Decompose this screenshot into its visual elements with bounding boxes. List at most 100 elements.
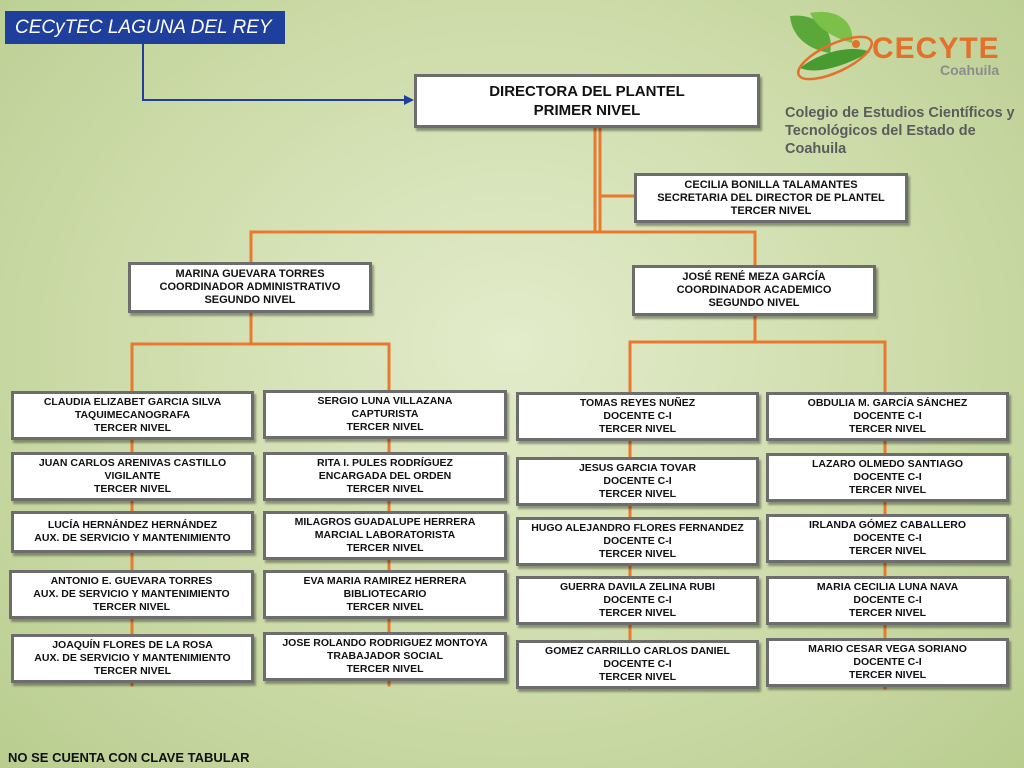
staff-card: MARIO CESAR VEGA SORIANO DOCENTE C-I TER… <box>766 638 1009 687</box>
staff-card: GOMEZ CARRILLO CARLOS DANIEL DOCENTE C-I… <box>516 640 759 689</box>
staff-card: JOSE ROLANDO RODRIGUEZ MONTOYA TRABAJADO… <box>263 632 507 681</box>
staff-level: TERCER NIVEL <box>598 423 676 435</box>
staff-card: MARIA CECILIA LUNA NAVA DOCENTE C-I TERC… <box>766 576 1009 625</box>
staff-role: DOCENTE C-I <box>853 594 922 606</box>
director-level: PRIMER NIVEL <box>533 102 641 119</box>
staff-card: TOMAS REYES NUÑEZ DOCENTE C-I TERCER NIV… <box>516 392 759 441</box>
staff-level: TERCER NIVEL <box>346 601 424 613</box>
staff-role: AUX. DE SERVICIO Y MANTENIMIENTO <box>34 652 231 664</box>
staff-name: MILAGROS GUADALUPE HERRERA <box>294 516 476 528</box>
staff-level: TERCER NIVEL <box>598 671 676 683</box>
logo-college-name: Colegio de Estudios Científicos y Tecnol… <box>785 104 1020 158</box>
admin-coordinator-name: MARINA GUEVARA TORRES <box>175 268 325 280</box>
admin-coordinator-level: SEGUNDO NIVEL <box>204 294 296 306</box>
staff-level: TERCER NIVEL <box>598 607 676 619</box>
staff-card: CLAUDIA ELIZABET GARCIA SILVA TAQUIMECAN… <box>11 391 254 440</box>
logo-state: Coahuila <box>940 62 1000 78</box>
staff-card: EVA MARIA RAMIREZ HERRERA BIBLIOTECARIO … <box>263 570 507 619</box>
staff-role: ENCARGADA DEL ORDEN <box>318 470 452 482</box>
academic-coordinator-box: JOSÉ RENÉ MEZA GARCÍA COORDINADOR ACADEM… <box>632 265 876 316</box>
staff-level: TERCER NIVEL <box>92 601 170 613</box>
staff-role: VIGILANTE <box>104 470 161 482</box>
staff-role: DOCENTE C-I <box>603 410 672 422</box>
staff-role: DOCENTE C-I <box>603 594 672 606</box>
staff-name: TOMAS REYES NUÑEZ <box>579 397 696 409</box>
staff-name: EVA MARIA RAMIREZ HERRERA <box>303 575 467 587</box>
staff-name: MARIA CECILIA LUNA NAVA <box>816 581 959 593</box>
staff-name: OBDULIA M. GARCÍA SÁNCHEZ <box>807 397 968 409</box>
staff-name: LUCÍA HERNÁNDEZ HERNÁNDEZ <box>47 519 218 531</box>
cecyte-logo: CECYTE Coahuila Colegio de Estudios Cien… <box>780 8 1020 157</box>
secretary-name: CECILIA BONILLA TALAMANTES <box>684 178 858 191</box>
staff-card: RITA I. PULES RODRÍGUEZ ENCARGADA DEL OR… <box>263 452 507 501</box>
title-arrow <box>142 44 410 101</box>
staff-card: LAZARO OLMEDO SANTIAGO DOCENTE C-I TERCE… <box>766 453 1009 502</box>
staff-role: DOCENTE C-I <box>853 471 922 483</box>
staff-level: TERCER NIVEL <box>346 663 424 675</box>
staff-role: DOCENTE C-I <box>853 532 922 544</box>
staff-role: AUX. DE SERVICIO Y MANTENIMIENTO <box>33 588 230 600</box>
staff-card: JOAQUÍN FLORES DE LA ROSA AUX. DE SERVIC… <box>11 634 254 683</box>
staff-card: SERGIO LUNA VILLAZANA CAPTURISTA TERCER … <box>263 390 507 439</box>
staff-level: TERCER NIVEL <box>346 421 424 433</box>
staff-role: BIBLIOTECARIO <box>343 588 427 600</box>
staff-name: IRLANDA GÓMEZ CABALLERO <box>808 519 967 531</box>
staff-level: TERCER NIVEL <box>598 548 676 560</box>
staff-name: MARIO CESAR VEGA SORIANO <box>808 643 967 655</box>
college-line-2: Tecnológicos del Estado de Coahuila <box>785 123 976 157</box>
logo-brand: CECYTE <box>872 32 1000 65</box>
staff-name: RITA I. PULES RODRÍGUEZ <box>317 457 453 469</box>
staff-card: IRLANDA GÓMEZ CABALLERO DOCENTE C-I TERC… <box>766 514 1009 563</box>
staff-name: JUAN CARLOS ARENIVAS CASTILLO <box>38 457 227 469</box>
page-title: CECyTEC LAGUNA DEL REY <box>5 11 285 44</box>
staff-name: HUGO ALEJANDRO FLORES FERNANDEZ <box>531 522 744 534</box>
staff-level: TERCER NIVEL <box>848 545 926 557</box>
staff-name: GOMEZ CARRILLO CARLOS DANIEL <box>545 645 730 657</box>
director-title: DIRECTORA DEL PLANTEL <box>489 83 685 100</box>
arrow-head <box>404 95 414 105</box>
staff-card: JUAN CARLOS ARENIVAS CASTILLO VIGILANTE … <box>11 452 254 501</box>
staff-role: DOCENTE C-I <box>603 535 672 547</box>
staff-level: TERCER NIVEL <box>598 488 676 500</box>
staff-card: HUGO ALEJANDRO FLORES FERNANDEZ DOCENTE … <box>516 517 759 566</box>
staff-role: DOCENTE C-I <box>853 656 922 668</box>
staff-role: DOCENTE C-I <box>853 410 922 422</box>
staff-name: ANTONIO E. GUEVARA TORRES <box>50 575 213 587</box>
staff-name: SERGIO LUNA VILLAZANA <box>317 395 453 407</box>
staff-card: OBDULIA M. GARCÍA SÁNCHEZ DOCENTE C-I TE… <box>766 392 1009 441</box>
admin-coordinator-role: COORDINADOR ADMINISTRATIVO <box>159 281 341 293</box>
staff-card: GUERRA DAVILA ZELINA RUBI DOCENTE C-I TE… <box>516 576 759 625</box>
staff-level: TERCER NIVEL <box>848 607 926 619</box>
staff-role: DOCENTE C-I <box>603 658 672 670</box>
staff-role: TRABAJADOR SOCIAL <box>326 650 444 662</box>
staff-card: MILAGROS GUADALUPE HERRERA MARCIAL LABOR… <box>263 511 507 560</box>
staff-card: LUCÍA HERNÁNDEZ HERNÁNDEZ AUX. DE SERVIC… <box>11 511 254 553</box>
academic-coordinator-role: COORDINADOR ACADEMICO <box>676 284 832 296</box>
admin-coordinator-box: MARINA GUEVARA TORRES COORDINADOR ADMINI… <box>128 262 372 313</box>
staff-name: JESUS GARCIA TOVAR <box>578 462 697 474</box>
staff-role: AUX. DE SERVICIO Y MANTENIMIENTO <box>34 532 231 544</box>
footer-note: NO SE CUENTA CON CLAVE TABULAR <box>8 750 250 765</box>
staff-level: TERCER NIVEL <box>93 483 171 495</box>
staff-role: MARCIAL LABORATORISTA <box>314 529 456 541</box>
staff-level: TERCER NIVEL <box>93 422 171 434</box>
academic-coordinator-level: SEGUNDO NIVEL <box>708 297 800 309</box>
staff-card: JESUS GARCIA TOVAR DOCENTE C-I TERCER NI… <box>516 457 759 506</box>
staff-name: GUERRA DAVILA ZELINA RUBI <box>560 581 715 593</box>
staff-role: TAQUIMECANOGRAFA <box>74 409 191 421</box>
secretary-box: CECILIA BONILLA TALAMANTES SECRETARIA DE… <box>634 173 908 223</box>
staff-role: DOCENTE C-I <box>603 475 672 487</box>
staff-name: CLAUDIA ELIZABET GARCIA SILVA <box>43 396 222 408</box>
staff-level: TERCER NIVEL <box>346 542 424 554</box>
secretary-role: SECRETARIA DEL DIRECTOR DE PLANTEL <box>657 191 885 204</box>
staff-level: TERCER NIVEL <box>93 665 171 677</box>
staff-level: TERCER NIVEL <box>346 483 424 495</box>
staff-card: ANTONIO E. GUEVARA TORRES AUX. DE SERVIC… <box>9 570 254 619</box>
staff-name: JOSE ROLANDO RODRIGUEZ MONTOYA <box>282 637 488 649</box>
director-box: DIRECTORA DEL PLANTEL PRIMER NIVEL <box>414 74 760 128</box>
leaf-logo-icon <box>790 11 873 81</box>
staff-role: CAPTURISTA <box>351 408 419 420</box>
academic-coordinator-name: JOSÉ RENÉ MEZA GARCÍA <box>682 271 826 283</box>
staff-level: TERCER NIVEL <box>848 484 926 496</box>
staff-name: JOAQUÍN FLORES DE LA ROSA <box>52 639 213 651</box>
